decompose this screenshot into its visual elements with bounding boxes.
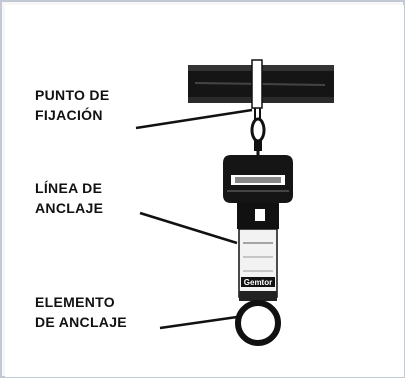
leader-line-punto [135, 108, 253, 130]
d-ring [235, 300, 281, 346]
label-linea-de-anclaje: LÍNEA DE ANCLAJE [35, 178, 103, 218]
diagram-canvas: Gemtor PUNTO DE FIJACIÓN LÍNEA DE ANCLAJ… [5, 5, 404, 377]
device-brand-text: Gemtor [244, 278, 272, 287]
label-line: FIJACIÓN [35, 107, 103, 123]
label-line: LÍNEA DE [35, 180, 103, 196]
lifeline-sleeve: Gemtor [238, 228, 278, 301]
label-line: PUNTO DE [35, 87, 110, 103]
retractable-lifeline-illustration: Gemtor [135, 59, 334, 346]
snap-hook [250, 117, 266, 157]
leader-line-linea [139, 211, 238, 245]
anchor-strap [251, 59, 263, 120]
leader-line-elemento [159, 315, 238, 330]
label-line: ANCLAJE [35, 200, 104, 216]
label-line: ELEMENTO [35, 294, 115, 310]
label-punto-de-fijacion: PUNTO DE FIJACIÓN [35, 85, 110, 125]
label-line: DE ANCLAJE [35, 314, 127, 330]
device-housing [223, 155, 293, 229]
label-elemento-de-anclaje: ELEMENTO DE ANCLAJE [35, 292, 127, 332]
